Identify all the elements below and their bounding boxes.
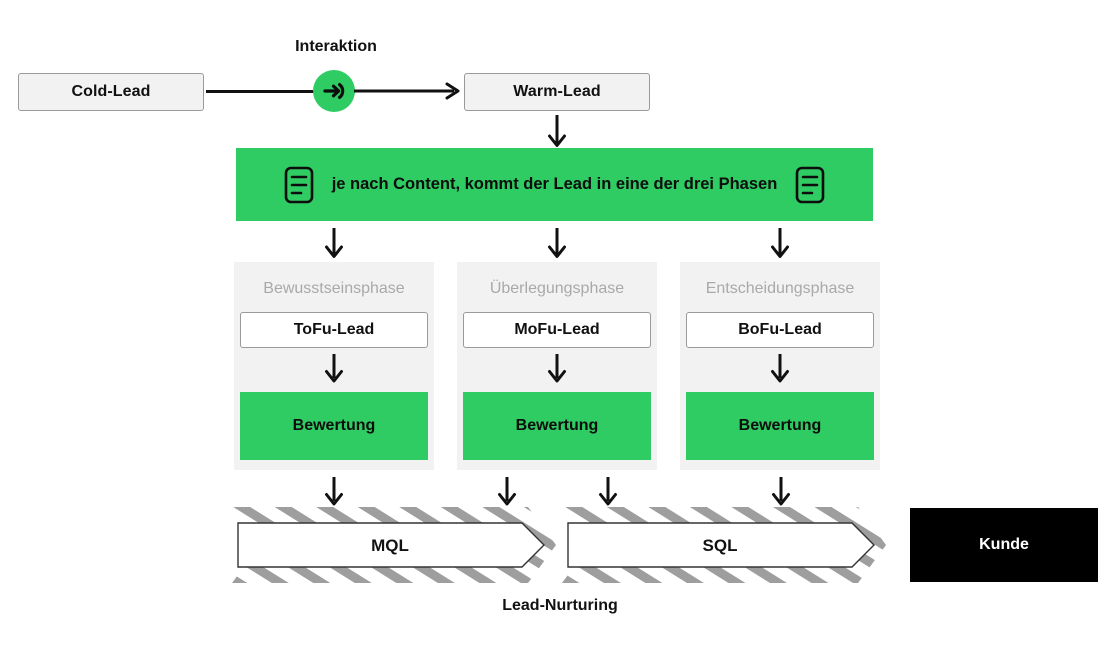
banner-text: je nach Content, kommt der Lead in eine … — [331, 175, 778, 193]
arrow-phase1-to-mql — [325, 477, 343, 506]
phase-title: Entscheidungsphase — [705, 280, 855, 297]
phase-column-bewusstseinsphase: Bewusstseinsphase ToFu-Lead Bewertung — [234, 262, 434, 470]
arrow-banner-to-phase-3 — [771, 228, 789, 258]
arrow-banner-to-phase-1 — [325, 228, 343, 258]
lead-nurturing-label: Lead-Nurturing — [502, 597, 618, 614]
phase-bewertung-box[interactable]: Bewertung — [463, 392, 651, 460]
phase-lead-box[interactable]: MoFu-Lead — [463, 312, 651, 348]
interaction-node[interactable] — [313, 70, 355, 112]
arrow-phase2-to-mql — [498, 477, 516, 506]
document-lines-icon — [284, 166, 313, 203]
arrow-warm-to-banner — [548, 115, 566, 147]
phase-lead-box[interactable]: BoFu-Lead — [686, 312, 874, 348]
phase-bewertung-box[interactable]: Bewertung — [240, 392, 428, 460]
arrow-phase3-to-sql — [772, 477, 790, 506]
connector-cold-to-interaction — [206, 90, 316, 93]
phase-lead-box[interactable]: ToFu-Lead — [240, 312, 428, 348]
lead-nurturing-band: MQL SQL — [232, 507, 886, 583]
cold-lead-box[interactable]: Cold-Lead — [18, 73, 204, 111]
content-phase-banner: je nach Content, kommt der Lead in eine … — [236, 148, 873, 221]
phase-bewertung-box[interactable]: Bewertung — [686, 392, 874, 460]
arrow-lead-to-bewertung — [548, 354, 566, 383]
document-lines-icon — [795, 166, 825, 203]
mql-label: MQL — [371, 536, 409, 555]
mql-chevron[interactable]: MQL — [232, 507, 556, 583]
connector-interaction-to-warm — [354, 82, 460, 100]
kunde-box[interactable]: Kunde — [910, 508, 1098, 582]
login-arrow-icon — [323, 83, 345, 99]
phase-column-entscheidungsphase: Entscheidungsphase BoFu-Lead Bewertung — [680, 262, 880, 470]
arrow-phase2-to-sql — [599, 477, 617, 506]
phase-column-ueberlegungsphase: Überlegungsphase MoFu-Lead Bewertung — [457, 262, 657, 470]
sql-chevron[interactable]: SQL — [562, 507, 886, 583]
phase-title: Bewusstseinsphase — [263, 280, 405, 297]
phase-title: Überlegungsphase — [489, 280, 625, 297]
arrow-lead-to-bewertung — [771, 354, 789, 383]
warm-lead-box[interactable]: Warm-Lead — [464, 73, 650, 111]
arrow-lead-to-bewertung — [325, 354, 343, 383]
arrow-banner-to-phase-2 — [548, 228, 566, 258]
interaktion-label: Interaktion — [295, 38, 377, 55]
sql-label: SQL — [703, 536, 738, 555]
